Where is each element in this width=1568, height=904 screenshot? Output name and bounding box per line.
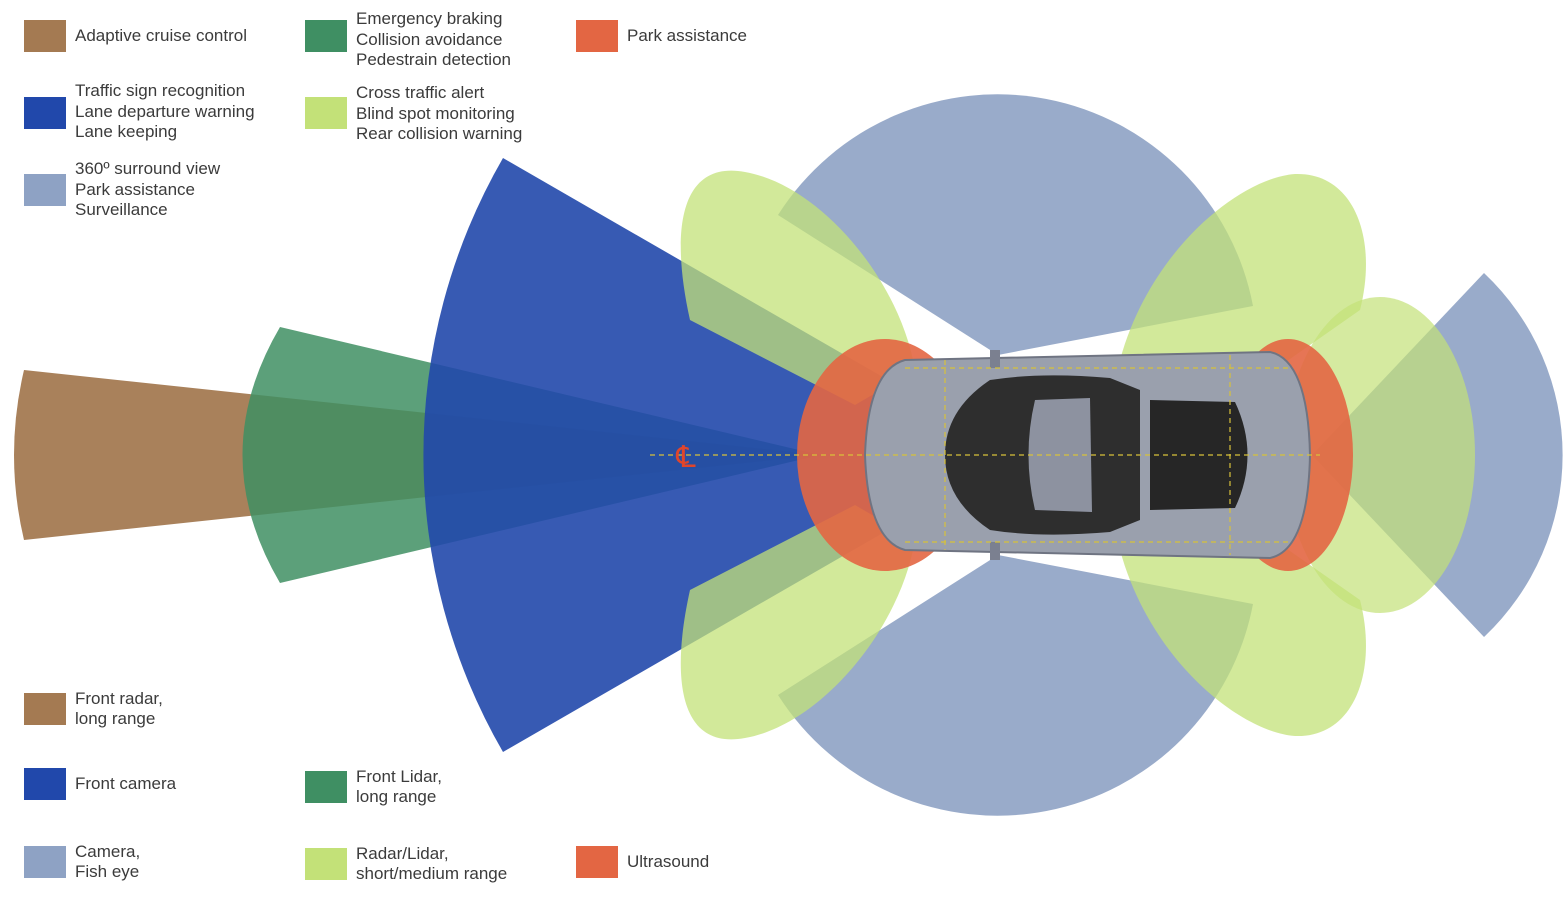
legend-label-line: Surveillance [75, 200, 168, 220]
legend-swatch-front_camera [24, 768, 66, 800]
legend-swatch-radar_long [24, 20, 66, 52]
legend-label: Front radar,long range [75, 689, 163, 730]
fisheye-left-side-zone [778, 94, 1253, 356]
legend-label-line: short/medium range [356, 864, 508, 883]
front-camera-zone [423, 158, 1018, 752]
legend-item-front_camera: Front camera [24, 768, 176, 800]
legend-label-line: Lane departure warning [75, 101, 255, 121]
legend-label-line: Front Lidar, [356, 766, 442, 786]
legend-label-line: Emergency braking [356, 9, 503, 29]
legend-swatch-ultrasound [576, 846, 618, 878]
centerline-icon: ℄ [675, 440, 695, 475]
legend-swatch-short_medium [305, 848, 347, 880]
legend-item-lidar: Front Lidar,long range [305, 767, 442, 808]
legend-label: Front camera [75, 774, 176, 795]
legend-label-line: Cross traffic alert [356, 83, 485, 103]
legend-swatch-front_camera [24, 97, 66, 129]
legend-swatch-fisheye [24, 846, 66, 878]
legend-label-line: Front camera [75, 773, 177, 793]
legend-label-line: Park assistance [627, 25, 747, 45]
legend-item-radar_long: Adaptive cruise control [24, 20, 247, 52]
legend-item-ultrasound: Ultrasound [576, 846, 709, 878]
legend-label-line: Pedestrain detection [356, 50, 511, 70]
legend-label: Ultrasound [627, 852, 709, 873]
legend-label-line: Adaptive cruise control [75, 25, 247, 45]
legend-label: Adaptive cruise control [75, 26, 247, 47]
legend-swatch-lidar [305, 20, 347, 52]
legend-label-line: Ultrasound [627, 851, 710, 871]
legend-label-line: long range [356, 787, 437, 806]
fisheye-right-side-zone [778, 555, 1253, 816]
legend-item-fisheye: Camera,Fish eye [24, 842, 140, 883]
legend-label-line: Blind spot monitoring [356, 103, 515, 123]
legend-label-line: Rear collision warning [356, 124, 523, 144]
legend-label-line: Fish eye [75, 862, 140, 881]
legend-label-line: Traffic sign recognition [75, 81, 246, 101]
legend-label-line: long range [75, 709, 156, 728]
legend-label-line: Collision avoidance [356, 29, 503, 49]
legend-swatch-lidar [305, 771, 347, 803]
legend-label-line: 360º surround view [75, 159, 221, 179]
legend-label-line: Front radar, [75, 688, 163, 708]
short-medium-rear-left-zone [1120, 173, 1366, 380]
legend-swatch-ultrasound [576, 20, 618, 52]
legend-label-line: Park assistance [75, 179, 195, 199]
car-top-view-icon [863, 350, 1312, 560]
legend-item-ultrasound: Park assistance [576, 20, 747, 52]
legend-swatch-fisheye [24, 174, 66, 206]
legend-label: Radar/Lidar,short/medium range [356, 844, 507, 885]
legend-label-line: Lane keeping [75, 122, 178, 142]
legend-item-radar_long: Front radar,long range [24, 689, 163, 730]
legend-label-line: Camera, [75, 841, 141, 861]
legend-swatch-radar_long [24, 693, 66, 725]
legend-label: Front Lidar,long range [356, 767, 442, 808]
legend-label: Camera,Fish eye [75, 842, 140, 883]
legend-item-short_medium: Radar/Lidar,short/medium range [305, 844, 507, 885]
legend-label-line: Radar/Lidar, [356, 843, 449, 863]
legend-label: Park assistance [627, 26, 747, 47]
short-medium-rear-right-zone [1120, 530, 1366, 737]
legend-swatch-short_medium [305, 97, 347, 129]
